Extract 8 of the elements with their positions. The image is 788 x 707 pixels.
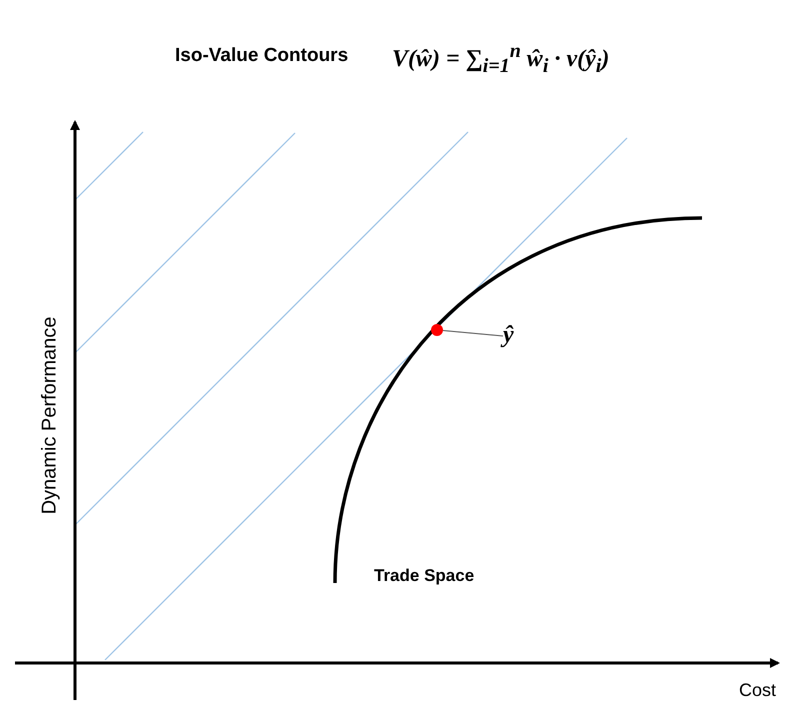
chart-title: Iso-Value Contours (175, 45, 348, 67)
axis-label: Cost (739, 680, 776, 701)
point-label: ŷ (503, 322, 514, 349)
leader-line (442, 330, 504, 336)
point-marker (431, 324, 443, 336)
value-formula: V(ŵ) = ∑$_{i=1}$$^{n}$ ŵ$_{i}$ · v(ŷ$_{i}$) (392, 40, 610, 78)
region-label: Trade Space (374, 566, 474, 586)
axis-label: Dynamic Performance (38, 316, 62, 514)
